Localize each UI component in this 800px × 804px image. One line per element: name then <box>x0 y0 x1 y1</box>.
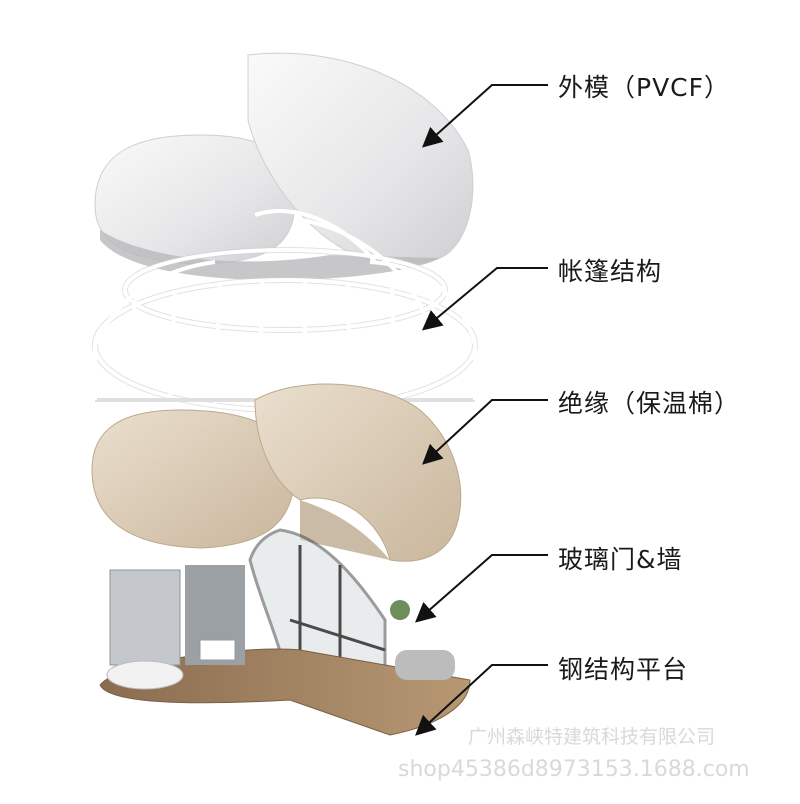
outer-membrane-layer <box>95 53 473 280</box>
watermark-company: 广州森峡特建筑科技有限公司 <box>468 722 715 749</box>
label-steel-platform: 钢结构平台 <box>558 650 688 686</box>
label-glass-wall: 玻璃门&墙 <box>558 540 683 576</box>
watermark-shop-url: shop45386d8973153.1688.com <box>398 757 750 782</box>
label-outer-membrane: 外模（PVCF） <box>558 68 730 104</box>
label-insulation: 绝缘（保温棉） <box>558 384 740 420</box>
label-frame-structure: 帐篷结构 <box>558 252 662 288</box>
